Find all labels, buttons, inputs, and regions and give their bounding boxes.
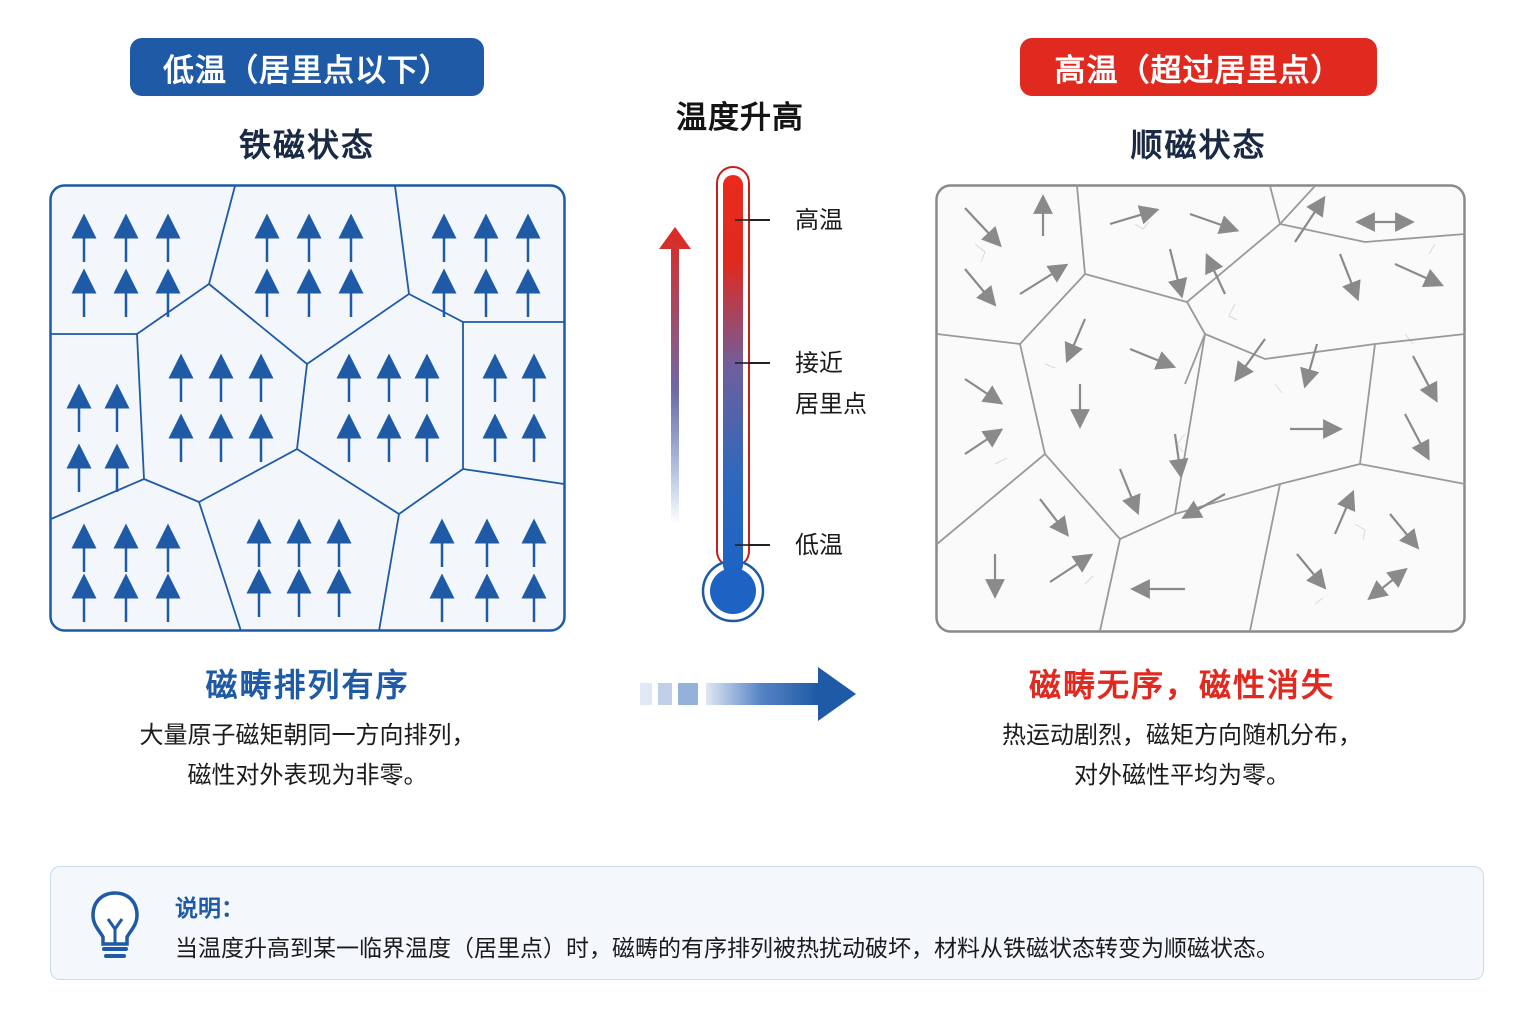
para-desc-line2: 对外磁性平均为零。 bbox=[1074, 761, 1290, 789]
random-moment-arrow bbox=[1064, 318, 1087, 364]
random-moment-arrow bbox=[1294, 195, 1326, 243]
thermometer-icon bbox=[700, 165, 780, 629]
random-moment-arrow bbox=[1404, 413, 1430, 461]
random-moment-arrow bbox=[1039, 498, 1070, 537]
random-moment-arrow bbox=[964, 207, 1002, 248]
random-moment-arrow bbox=[1168, 433, 1189, 479]
lightbulb-icon bbox=[89, 889, 141, 967]
random-moment-arrow bbox=[1394, 262, 1445, 287]
disordered-domains-caption: 磁畴无序，磁性消失 bbox=[1028, 666, 1335, 704]
note-title: 说明： bbox=[175, 896, 244, 922]
random-moment-arrow bbox=[1019, 263, 1069, 295]
paramagnetic-domain-panel bbox=[935, 184, 1467, 634]
random-moment-arrow bbox=[1338, 253, 1361, 302]
temperature-rising-title: 温度升高 bbox=[676, 100, 804, 136]
ferro-arrow-group bbox=[66, 213, 547, 622]
random-moment-arrow bbox=[1205, 253, 1226, 295]
arrow-right-icon bbox=[638, 663, 860, 727]
paramagnetic-title: 顺磁状态 bbox=[1130, 126, 1267, 164]
note-body: 当温度升高到某一临界温度（居里点）时，磁畴的有序排列被热扰动破坏，材料从铁磁状态… bbox=[175, 936, 1279, 962]
ferro-desc-line1: 大量原子磁矩朝同一方向排列， bbox=[139, 721, 476, 749]
ferromagnetic-description: 大量原子磁矩朝同一方向排列， 磁性对外表现为非零。 bbox=[50, 715, 565, 795]
random-moment-arrow bbox=[1189, 212, 1240, 235]
para-panel-frame bbox=[935, 184, 1466, 633]
ferromagnetic-title: 铁磁状态 bbox=[238, 126, 375, 164]
paramagnetic-description: 热运动剧烈，磁矩方向随机分布， 对外磁性平均为零。 bbox=[937, 715, 1427, 795]
random-moment-arrow bbox=[1367, 567, 1408, 601]
random-moment-arrow bbox=[1167, 248, 1188, 299]
para-texture bbox=[974, 221, 1436, 605]
para-desc-line1: 热运动剧烈，磁矩方向随机分布， bbox=[1002, 721, 1362, 749]
random-moment-arrow bbox=[1234, 338, 1266, 383]
para-domain-boundaries bbox=[936, 185, 1466, 632]
random-moment-arrow bbox=[1181, 493, 1226, 519]
near-curie-label-line1: 接近 bbox=[795, 349, 843, 377]
para-arrow-group bbox=[964, 194, 1445, 601]
random-moment-arrow bbox=[1389, 513, 1420, 550]
random-moment-arrow bbox=[964, 268, 997, 307]
random-moment-arrow bbox=[1118, 468, 1141, 516]
random-moment-arrow bbox=[1412, 355, 1438, 403]
low-temp-badge: 低温（居里点以下） bbox=[130, 38, 484, 96]
random-moment-arrow bbox=[1296, 553, 1327, 590]
random-moment-arrow bbox=[964, 378, 1004, 405]
high-temp-label: 高温 bbox=[795, 206, 843, 234]
ferro-domain-boundaries bbox=[50, 185, 565, 632]
ferromagnetic-domain-panel bbox=[49, 184, 567, 633]
arrow-up-icon bbox=[655, 225, 695, 529]
random-moment-arrow bbox=[1109, 205, 1160, 226]
ferro-desc-line2: 磁性对外表现为非零。 bbox=[187, 761, 428, 789]
ordered-domains-caption: 磁畴排列有序 bbox=[205, 666, 410, 704]
random-moment-arrow bbox=[1300, 343, 1320, 389]
random-moment-arrow bbox=[964, 428, 1004, 455]
random-moment-arrow bbox=[1129, 347, 1177, 370]
random-moment-arrow bbox=[1333, 489, 1356, 535]
high-temp-badge: 高温（超过居里点） bbox=[1020, 38, 1377, 96]
low-temp-label: 低温 bbox=[795, 531, 843, 559]
near-curie-label-line2: 居里点 bbox=[795, 390, 867, 418]
explanation-note: 说明： 当温度升高到某一临界温度（居里点）时，磁畴的有序排列被热扰动破坏，材料从… bbox=[50, 866, 1484, 980]
random-moment-arrow bbox=[1049, 553, 1094, 583]
